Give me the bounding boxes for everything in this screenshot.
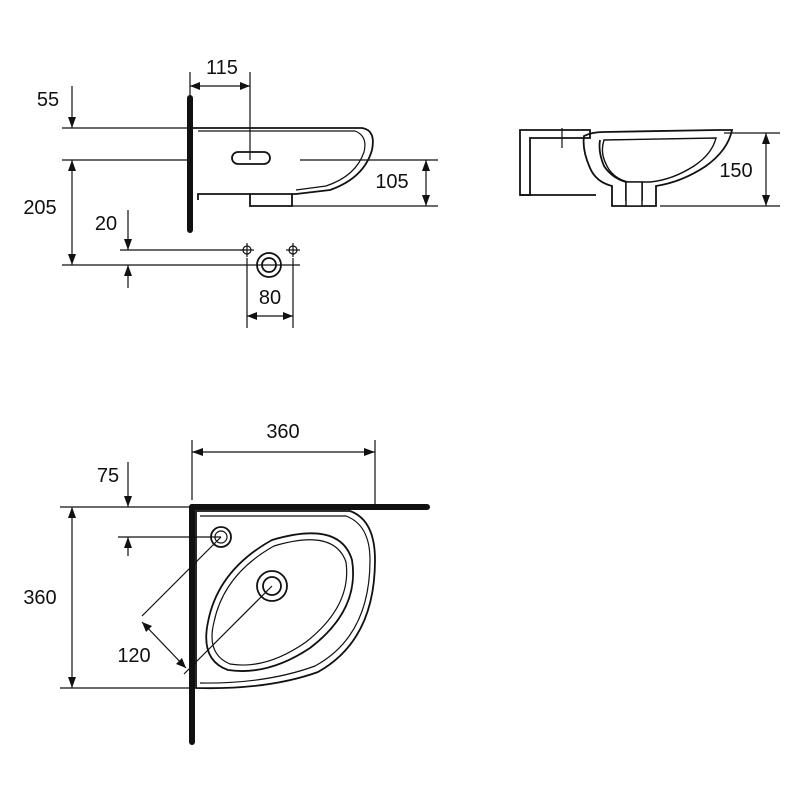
dim-waste-offset: 20 — [95, 213, 117, 235]
plan-waste-outlet — [256, 570, 288, 602]
fixing-hole-left — [240, 243, 254, 257]
dim-plan-width: 360 — [266, 421, 299, 443]
dim-waste-spacing: 80 — [259, 287, 281, 309]
dim-side-height: 205 — [23, 197, 56, 219]
waste-outlet — [256, 252, 282, 278]
overflow-slot — [231, 151, 271, 165]
plan-basin-rim — [199, 515, 371, 684]
dim-tap-offset: 115 — [206, 57, 238, 79]
dim-plan-depth: 360 — [23, 587, 56, 609]
section-view: 150 — [519, 128, 780, 207]
section-waste-hole — [625, 181, 643, 207]
basin-outline — [190, 127, 374, 200]
dim-tap-offset-plan: 75 — [97, 465, 119, 487]
dim-section-depth: 150 — [719, 160, 752, 182]
section-bowl-void — [601, 137, 717, 183]
dim-bowl-depth: 105 — [375, 171, 408, 193]
side-elevation-view: 115 55 205 105 20 — [23, 57, 438, 328]
dim-top-rim: 55 — [37, 89, 59, 111]
plan-view: 360 360 75 120 — [23, 421, 430, 745]
section-back-wall — [519, 129, 591, 196]
plan-basin-outer — [195, 510, 376, 690]
waste-stub — [249, 194, 293, 207]
fixing-hole-right — [286, 243, 300, 257]
basin-inner-line — [198, 130, 366, 191]
dim-diagonal: 120 — [117, 645, 150, 667]
plan-bowl — [205, 532, 354, 672]
